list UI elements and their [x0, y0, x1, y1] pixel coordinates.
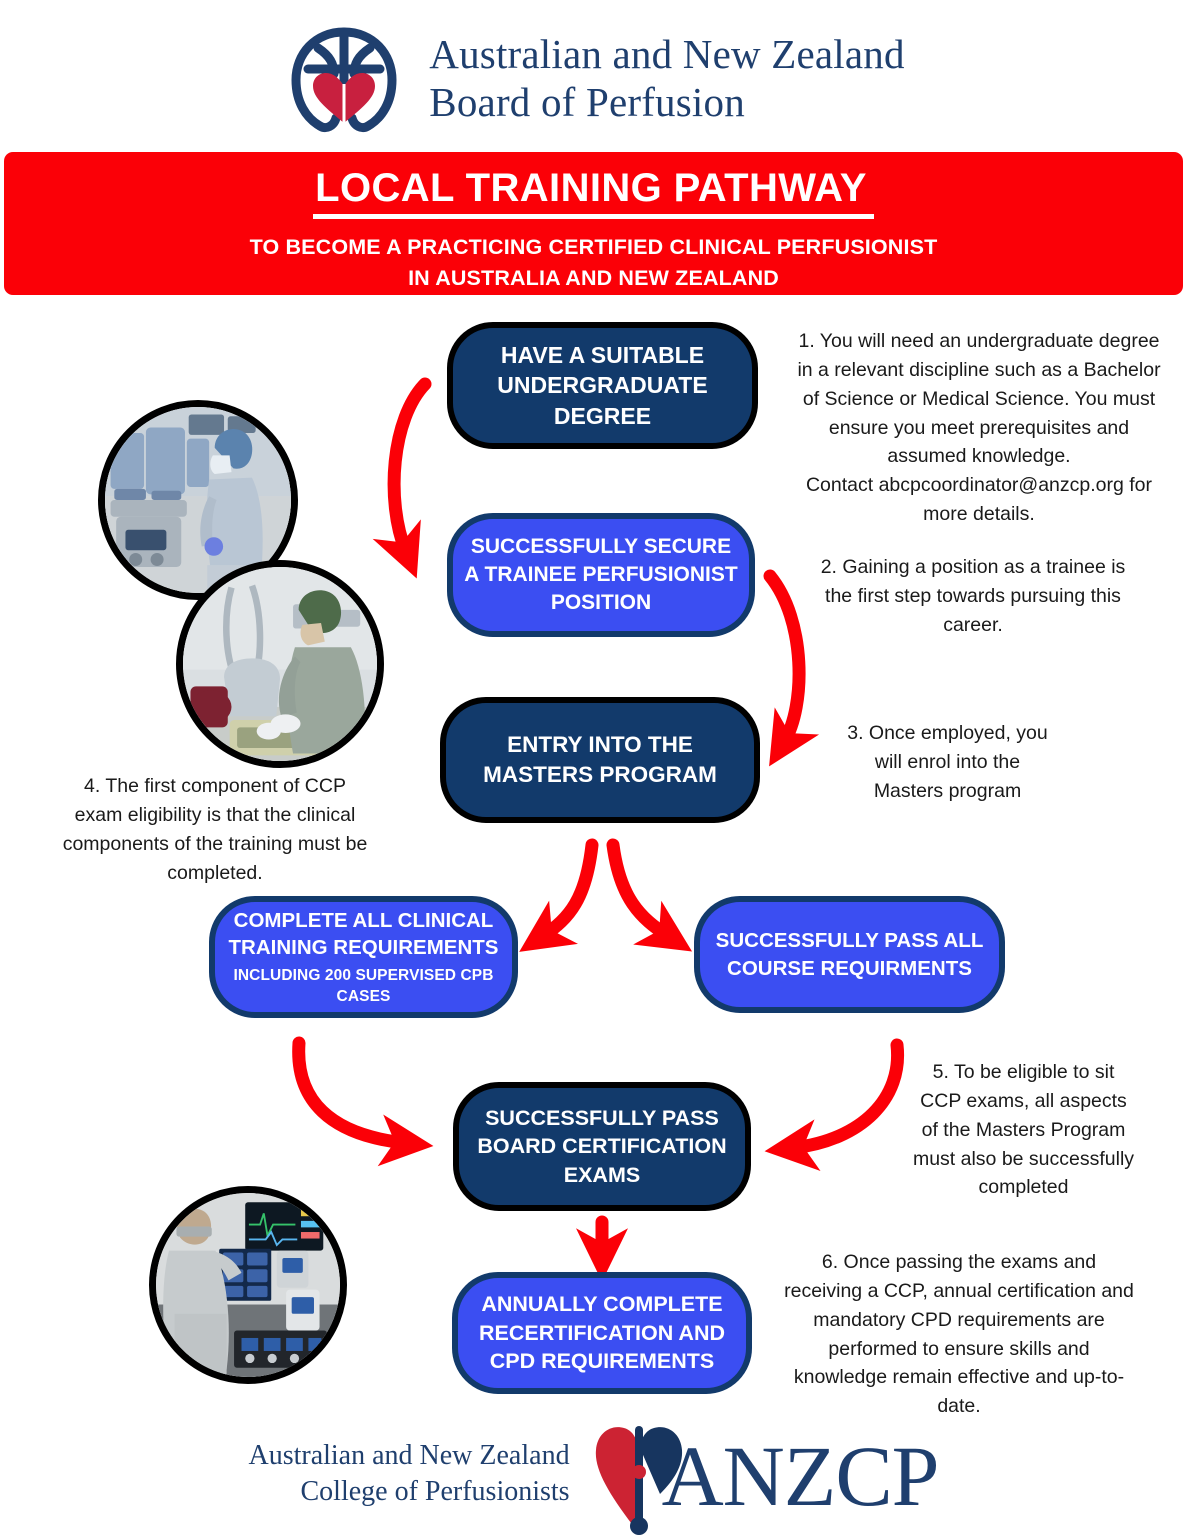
arrow-masters-to-course — [606, 838, 693, 952]
note-step-2: 2. Gaining a position as a trainee is th… — [820, 556, 1126, 636]
flow-box-label: SUCCESSFULLY PASS ALL COURSE REQUIRMENTS — [715, 929, 984, 980]
flow-box-clinical-training[interactable]: COMPLETE ALL CLINICAL TRAINING REQUIREME… — [209, 896, 518, 1018]
flow-box-masters-program[interactable]: ENTRY INTO THE MASTERS PROGRAM — [440, 697, 760, 823]
note-step-6: 6. Once passing the exams and receiving … — [784, 1251, 1134, 1418]
footer-org-name: Australian and New Zealand College of Pe… — [248, 1439, 570, 1507]
banner: LOCAL TRAINING PATHWAY TO BECOME A PRACT… — [4, 152, 1183, 295]
header-org-name: Australian and New Zealand Board of Perf… — [429, 31, 905, 125]
flow-box-label: SUCCESSFULLY PASS BOARD CERTIFICATION EX… — [477, 1105, 727, 1187]
flow-box-label: HAVE A SUITABLE UNDERGRADUATE DEGREE — [497, 341, 708, 429]
note-step-5: 5. To be eligible to sit CCP exams, all … — [912, 1061, 1135, 1199]
photo-perfusionist-with-monitors — [149, 1186, 347, 1384]
flow-box-undergraduate-degree[interactable]: HAVE A SUITABLE UNDERGRADUATE DEGREE — [447, 322, 758, 449]
note-step-3: 3. Once employed, you will enrol into th… — [847, 722, 1048, 802]
arrow-clinical-to-exams — [292, 1036, 434, 1167]
flow-box-trainee-position[interactable]: SUCCESSFULLY SECURE A TRAINEE PERFUSIONI… — [447, 513, 755, 637]
note-step-1: 1. You will need an undergraduate degree… — [797, 330, 1161, 526]
flow-box-label: SUCCESSFULLY SECURE A TRAINEE PERFUSIONI… — [464, 535, 738, 614]
banner-subtitle: TO BECOME A PRACTICING CERTIFIED CLINICA… — [249, 235, 938, 290]
flow-box-board-certification-exams[interactable]: SUCCESSFULLY PASS BOARD CERTIFICATION EX… — [453, 1082, 751, 1211]
footer-logo: Australian and New Zealand College of Pe… — [0, 1418, 1187, 1536]
arrow-trainee-to-masters — [763, 569, 820, 767]
flow-box-label: ENTRY INTO THE MASTERS PROGRAM — [483, 732, 717, 787]
flow-box-recertification-cpd[interactable]: ANNUALLY COMPLETE RECERTIFICATION AND CP… — [452, 1272, 752, 1394]
flow-box-label: COMPLETE ALL CLINICAL TRAINING REQUIREME… — [228, 908, 499, 959]
anzcp-heart-stethoscope-logo-icon — [580, 1418, 698, 1536]
photo-perfusionist-bypass-machine — [176, 560, 384, 768]
arrow-course-to-exams — [764, 1038, 905, 1171]
flow-box-course-requirements[interactable]: SUCCESSFULLY PASS ALL COURSE REQUIRMENTS — [694, 896, 1005, 1013]
flow-box-sublabel: INCLUDING 200 SUPERVISED CPB CASES — [233, 967, 494, 1005]
anzbp-brain-heart-logo-icon — [282, 22, 407, 137]
note-step-4: 4. The first component of CCP exam eligi… — [62, 775, 368, 884]
footer-acronym: ANZCP — [661, 1428, 940, 1524]
arrow-masters-to-clinical — [519, 838, 599, 952]
banner-title: LOCAL TRAINING PATHWAY — [313, 165, 874, 219]
header-logo: Australian and New Zealand Board of Perf… — [0, 14, 1187, 144]
flow-box-label: ANNUALLY COMPLETE RECERTIFICATION AND CP… — [478, 1292, 726, 1374]
arrow-degree-to-trainee — [372, 377, 432, 579]
